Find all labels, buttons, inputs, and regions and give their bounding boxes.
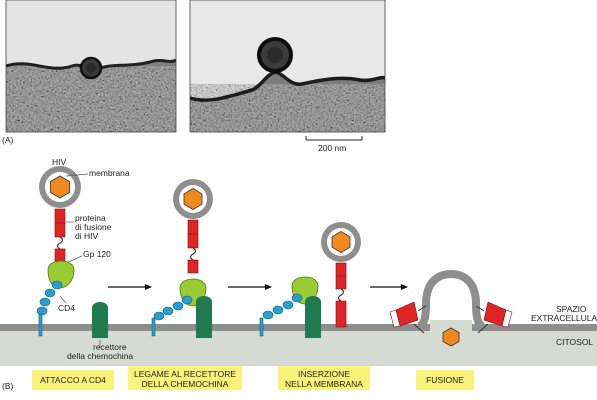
arrow-1 [108, 284, 152, 290]
scale-bar [305, 136, 363, 141]
extracellular-label-2: EXTRACELLULARE [531, 313, 597, 323]
chemokine-receptor-label-2: della chemochina [67, 351, 134, 361]
step-2-caption: LEGAME AL RECETTORE DELLA CHEMOCHINA [128, 366, 242, 390]
gp120-label: Gp 120 [83, 249, 111, 259]
step-4-fusion [389, 269, 513, 347]
hiv-label: HIV [52, 157, 67, 167]
cd4-label: CD4 [58, 303, 76, 313]
fusion-protein-label-2: di fusione [75, 222, 112, 232]
scale-bar-label: 200 nm [318, 143, 347, 153]
panel-a-label: (A) [2, 135, 14, 145]
virus-capsid [50, 175, 70, 199]
fusion-protein-label-3: di HIV [75, 231, 99, 241]
micrograph-panel-a [0, 0, 597, 160]
cd4-receptor [36, 280, 63, 337]
chemokine-receptor-label-1: recettore [93, 342, 127, 352]
micrograph-right [190, 0, 385, 132]
arrow-3 [370, 284, 408, 290]
step-2-coreceptor-binding [151, 179, 213, 338]
micrographs [5, 0, 386, 141]
arrow-2 [228, 284, 272, 290]
micrograph-left [6, 0, 176, 132]
step-1-attachment [36, 166, 108, 348]
cytosol-label: CITOSOL [556, 337, 594, 347]
step-4-caption: FUSIONE [416, 370, 474, 390]
chemokine-receptor [92, 308, 108, 338]
fusion-protein-right [475, 301, 513, 334]
step-3-membrane-insertion [259, 222, 361, 338]
panel-b-label: (B) [2, 381, 14, 391]
membrane-label: membrana [89, 168, 130, 178]
fusion-protein-left [389, 301, 427, 334]
plasma-membrane [0, 324, 597, 331]
step-1-caption: ATTACCO A CD4 [32, 370, 114, 390]
fusion-protein-label-1: proteina [75, 213, 106, 223]
step-3-caption: INSERZIONE NELLA MEMBRANA [278, 366, 370, 390]
fusion-pore [417, 269, 485, 330]
extracellular-label-1: SPAZIO [556, 304, 587, 314]
